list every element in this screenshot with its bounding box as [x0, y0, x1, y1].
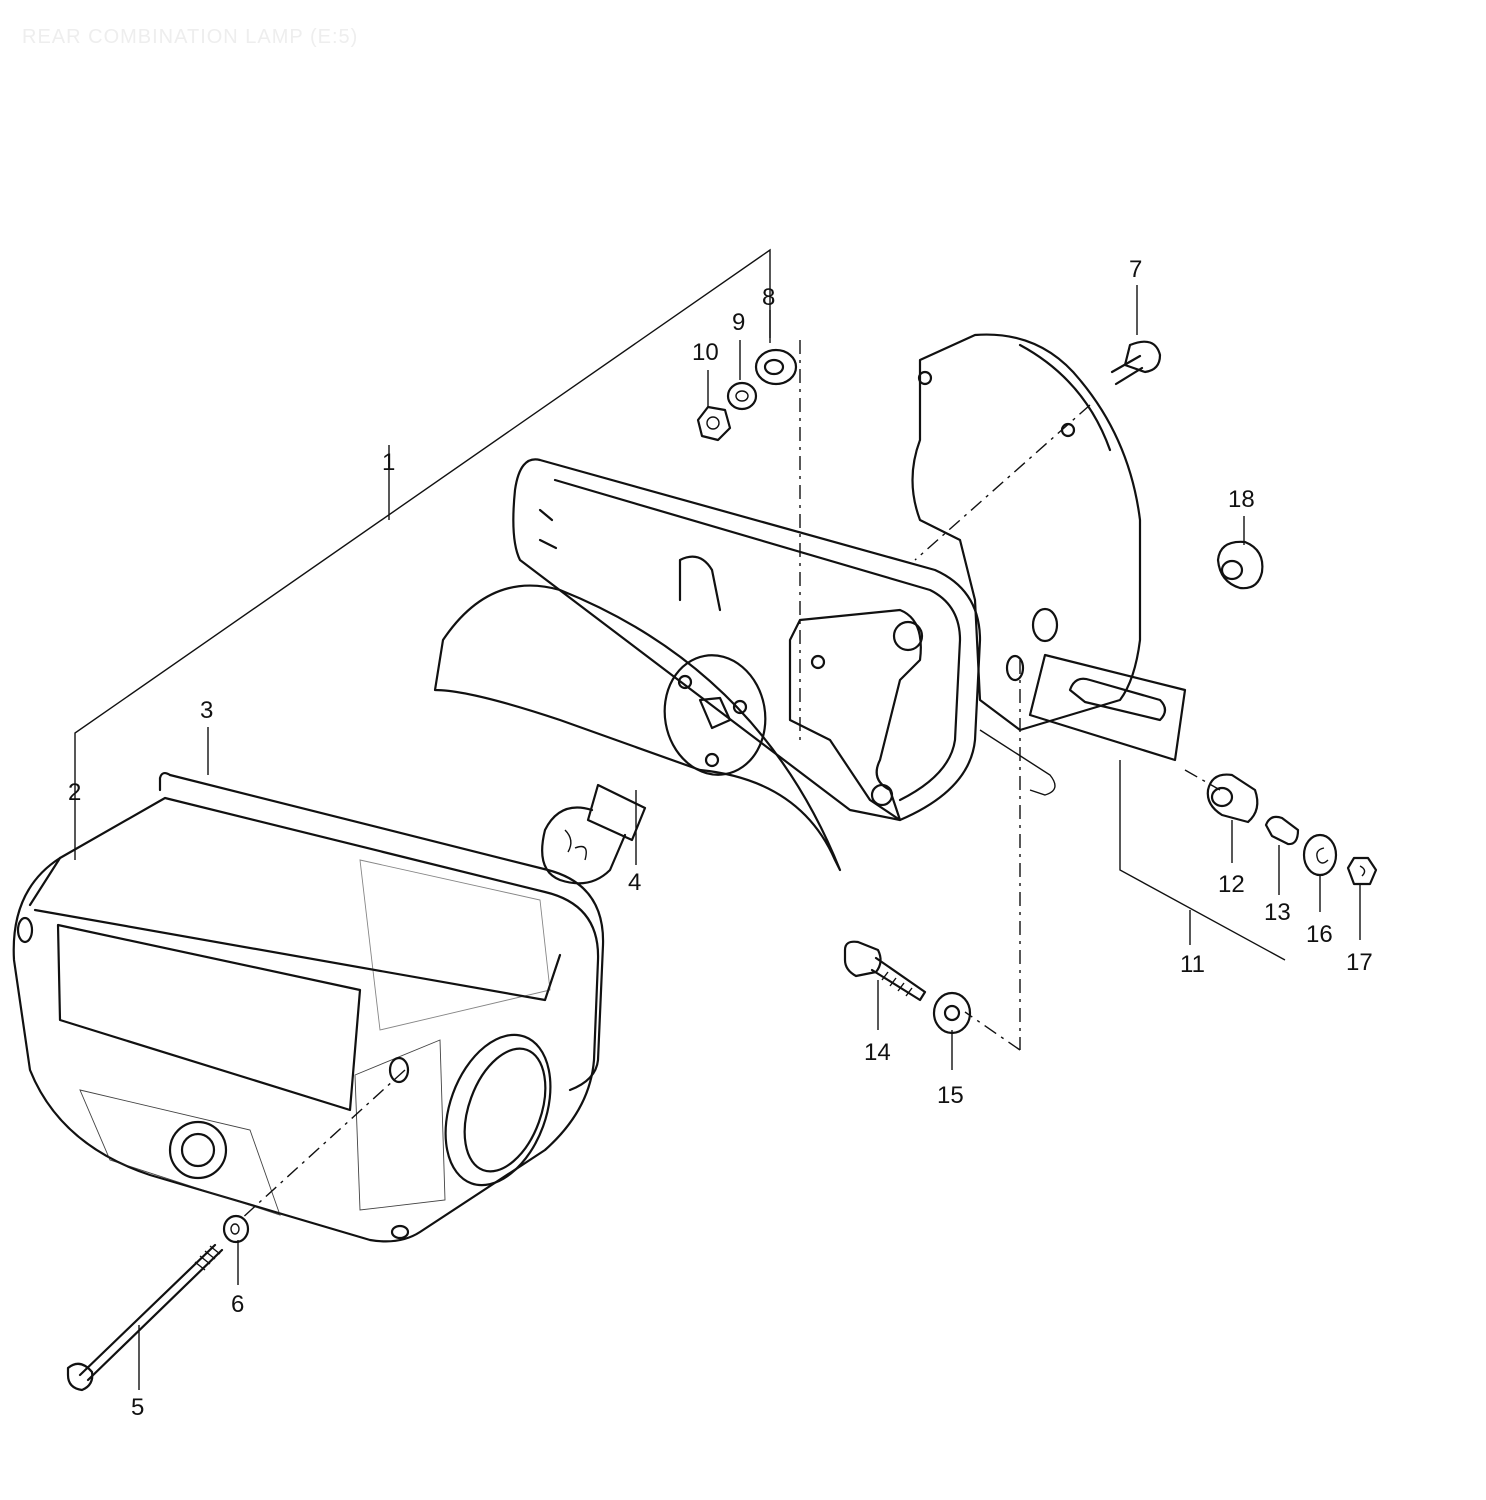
callout-5: 5	[131, 1394, 144, 1421]
callout-labels: 1 2 3 4 5 6 7 8 9 10 11 12 13 14 15 16 1…	[68, 256, 1373, 1421]
washer-16	[1302, 833, 1338, 877]
washer-8	[754, 348, 798, 386]
callout-12: 12	[1218, 871, 1245, 898]
callout-1: 1	[382, 449, 395, 476]
screw-5	[66, 1243, 224, 1392]
bulb-part	[541, 783, 647, 885]
callout-16: 16	[1306, 921, 1333, 948]
nut-17	[1346, 856, 1378, 886]
callout-14: 14	[864, 1039, 891, 1066]
callout-4: 4	[628, 869, 641, 896]
callout-7: 7	[1129, 256, 1142, 283]
bracket-part	[911, 333, 1187, 796]
callout-11: 11	[1180, 951, 1205, 978]
callout-13: 13	[1264, 899, 1291, 926]
callout-9: 9	[732, 309, 745, 336]
housing-part	[512, 458, 982, 822]
callout-3: 3	[200, 697, 213, 724]
callout-17: 17	[1346, 949, 1373, 976]
callout-2: 2	[68, 779, 81, 806]
callout-10: 10	[692, 339, 719, 366]
gasket-part	[158, 771, 605, 1092]
nut-10	[696, 405, 732, 442]
assembly-bracket-lines	[74, 248, 771, 860]
diagram-title: REAR COMBINATION LAMP (E:5)	[22, 26, 359, 48]
callout-6: 6	[231, 1291, 244, 1318]
grommet-18	[1216, 540, 1264, 590]
callout-15: 15	[937, 1082, 964, 1109]
grommet-12	[1206, 773, 1259, 824]
bolt-14	[843, 940, 927, 1002]
washer-6	[222, 1214, 250, 1244]
callout-leaders	[138, 285, 1361, 1390]
callout-8: 8	[762, 284, 775, 311]
dashed-leaders	[799, 340, 1221, 1051]
collar-13	[1264, 815, 1300, 846]
callout-18: 18	[1228, 486, 1255, 513]
washer-15	[932, 991, 972, 1035]
lens-part	[12, 796, 600, 1243]
spring-washer-9	[726, 381, 758, 411]
screw-7	[1110, 340, 1162, 386]
